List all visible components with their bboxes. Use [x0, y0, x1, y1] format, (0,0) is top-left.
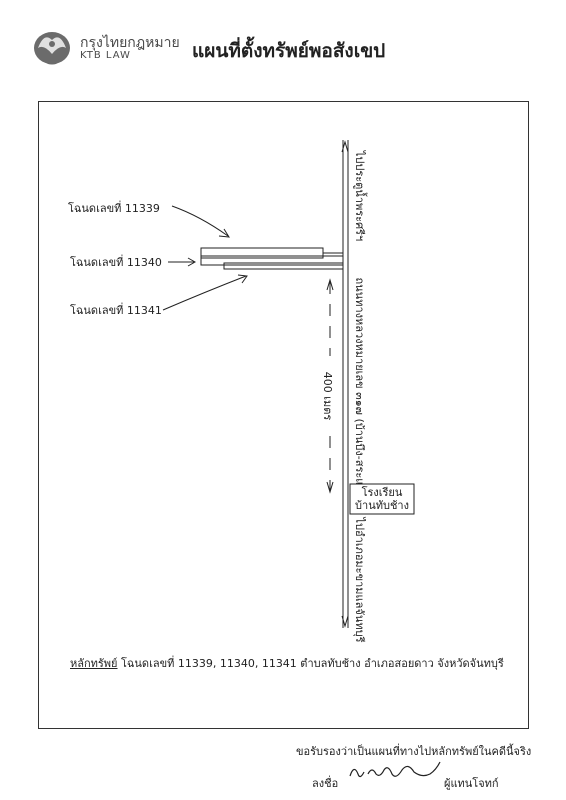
leader-arrow-11339-head-icon	[218, 228, 230, 238]
deed-label-11339: โฉนดเลขที่ 11339	[68, 200, 160, 215]
road-label-south: ไปอำเภอมะขามแลจันทบุรี	[353, 517, 366, 643]
leader-arrow-11339	[171, 205, 229, 237]
landmark-line-1: โรงเรียน	[362, 485, 403, 499]
certification-statement: ขอรับรองว่าเป็นแผนที่ทางไปหลักทรัพย์ในคด…	[296, 745, 532, 758]
distance-arrow-down-icon	[326, 481, 334, 494]
distance-arrow-up-icon	[326, 278, 334, 291]
garuda-emblem-icon	[34, 32, 70, 65]
landmark-school-box	[349, 483, 415, 515]
road-arrow-north-icon	[341, 140, 349, 153]
caption-text: โฉนดเลขที่ 11339, 11340, 11341 ตำบลทับช้…	[117, 657, 504, 670]
collateral-caption: หลักทรัพย์ โฉนดเลขที่ 11339, 11340, 1134…	[70, 654, 504, 672]
plot-11341	[223, 262, 344, 270]
signer-role: ผู้แทนโจทก์	[444, 777, 499, 790]
handwritten-signature	[349, 761, 441, 778]
road-arrow-south-icon	[341, 615, 349, 628]
road-label-north: ไปประตูน้ำพระศรีฯ	[353, 150, 368, 241]
distance-label: 400 เมตร	[321, 372, 334, 421]
caption-prefix: หลักทรัพย์	[70, 657, 118, 670]
logo-text-english: KTB LAW	[80, 50, 131, 61]
signature-label: ลงชื่อ	[312, 777, 339, 790]
landmark-line-2: บ้านทับช้าง	[355, 499, 409, 512]
logo-text-thai: กรุงไทยกฎหมาย	[80, 35, 180, 51]
page-title: แผนที่ตั้งทรัพย์พอสังเขป	[192, 40, 386, 62]
deed-label-11341: โฉนดเลขที่ 11341	[70, 302, 162, 317]
company-logo: กรุงไทยกฎหมาย KTB LAW	[30, 26, 180, 70]
leader-arrow-11341-head-icon	[237, 274, 248, 284]
leader-arrow-11340-head-icon	[187, 257, 197, 267]
leader-arrow-11341	[162, 275, 247, 311]
plot-11340	[200, 255, 344, 266]
map-frame	[38, 101, 529, 729]
road-label-main: ถนนทางหลวงหมายเลข ๓๑๗ (บ้านบึง-สระแก้ว)	[353, 278, 366, 503]
deed-label-11340: โฉนดเลขที่ 11340	[70, 254, 162, 269]
land-plots	[200, 247, 344, 270]
